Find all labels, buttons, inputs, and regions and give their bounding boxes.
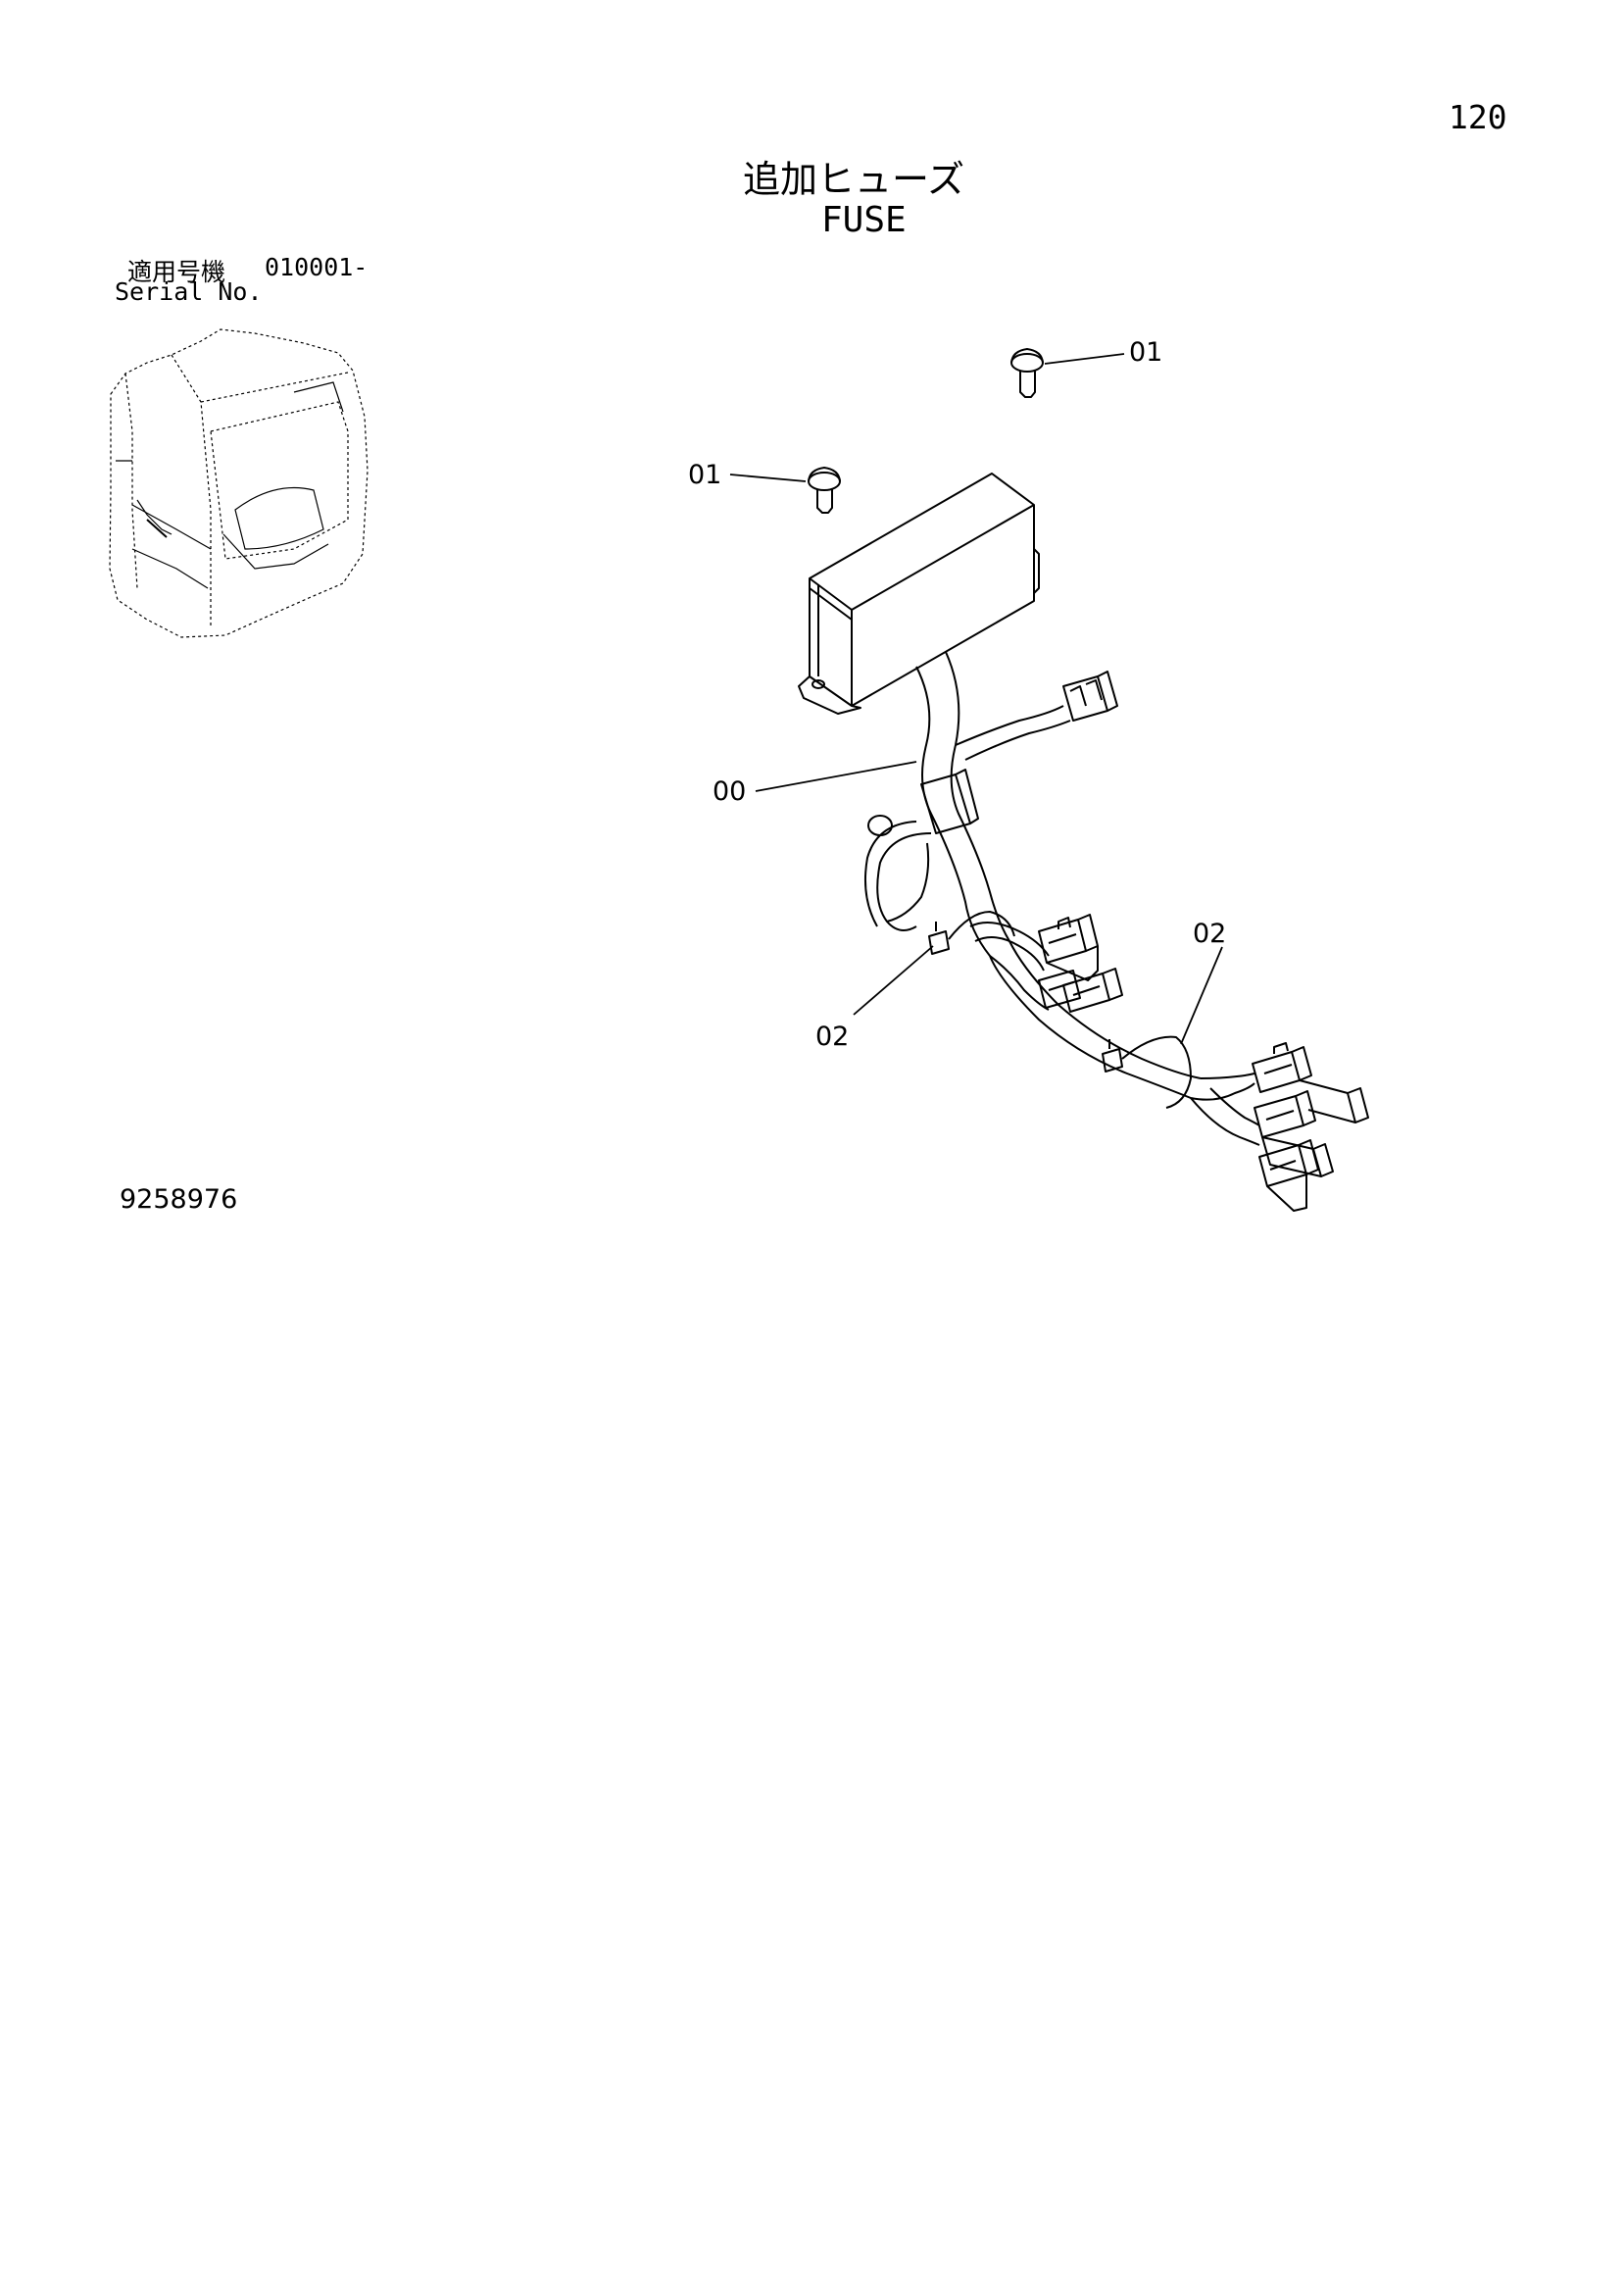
connector-icon xyxy=(1038,914,1123,1013)
bolt-icon xyxy=(1010,348,1044,398)
leader-line xyxy=(729,474,807,482)
callout-clamp-right: 02 xyxy=(1193,919,1227,949)
connector-icon xyxy=(1062,671,1118,722)
bolt-icon xyxy=(808,467,841,514)
connector-icon xyxy=(1252,1042,1369,1212)
leader-line xyxy=(853,945,934,1016)
clamp-icon xyxy=(928,911,1015,955)
serial-label-english: Serial No. xyxy=(115,277,263,306)
page-title-english: FUSE xyxy=(821,200,907,240)
callout-harness: 00 xyxy=(713,776,747,807)
leader-line xyxy=(1044,353,1125,365)
page-title-japanese: 追加ヒューズ xyxy=(743,158,965,201)
leader-line xyxy=(1180,946,1223,1045)
clamp-icon xyxy=(1102,1035,1192,1109)
drawing-number: 9258976 xyxy=(120,1184,238,1215)
serial-range: 010001- xyxy=(265,253,369,281)
leader-line xyxy=(755,761,917,792)
serial-label-japanese: 適用号機 xyxy=(127,258,226,286)
page-number: 120 xyxy=(1449,98,1507,136)
callout-bolt-left: 01 xyxy=(688,460,722,490)
callout-clamp-left: 02 xyxy=(815,1022,850,1052)
wire-harness xyxy=(864,651,1260,1146)
fuse-box xyxy=(798,473,1040,715)
callout-bolt-top: 01 xyxy=(1129,337,1163,368)
